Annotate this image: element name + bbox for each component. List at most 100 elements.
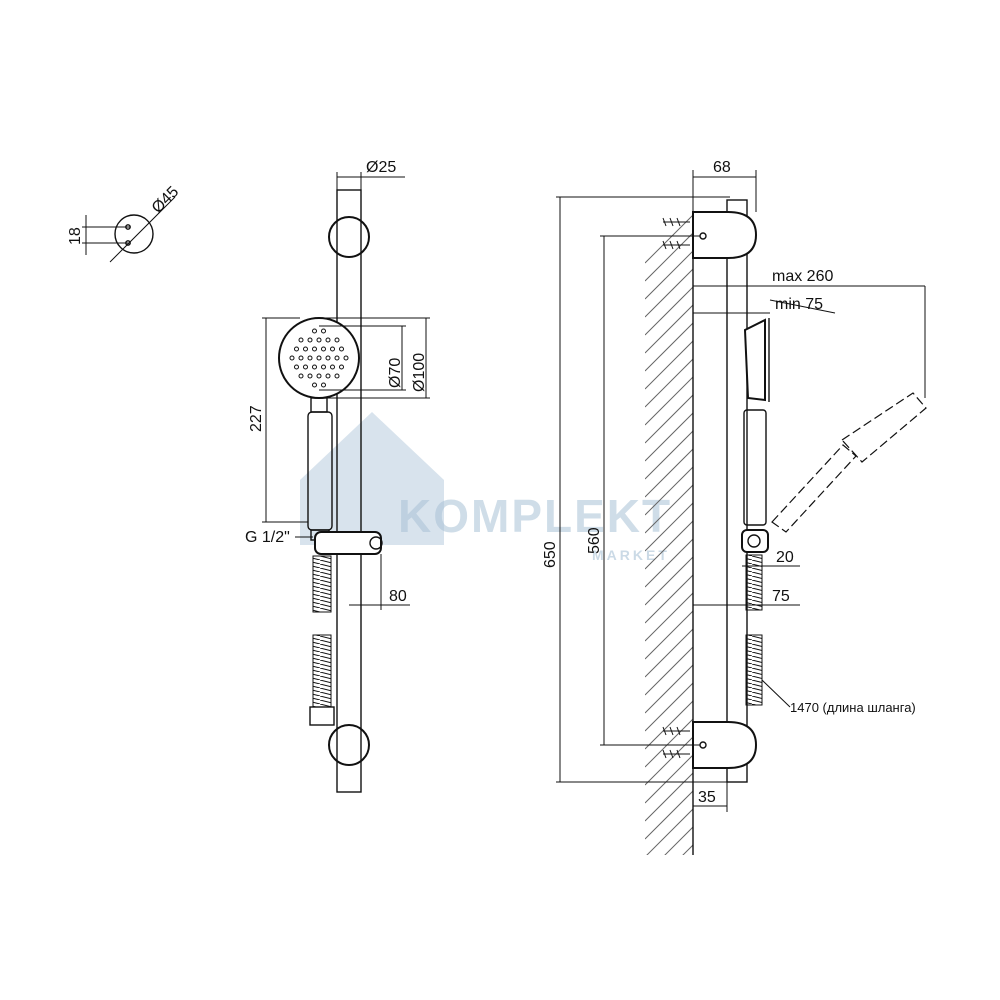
nozzle-icon — [321, 382, 326, 388]
slide-bar — [336, 189, 362, 793]
nozzle-icon — [312, 346, 317, 352]
hatch-line — [645, 448, 693, 498]
nozzle-icon — [330, 364, 335, 370]
hatch-line — [645, 664, 693, 714]
hatch-line — [645, 322, 693, 372]
shower-holder — [314, 531, 382, 555]
hatch-line — [682, 844, 693, 855]
nozzle-icon — [312, 382, 317, 388]
hatch-line — [645, 520, 693, 570]
hatch-line — [645, 538, 693, 588]
hatch-line — [645, 700, 693, 750]
hose-lower — [312, 634, 332, 708]
hatch-line — [645, 574, 693, 624]
side-shower-handle — [743, 409, 767, 526]
hatch-line — [645, 358, 693, 408]
hose-upper — [312, 555, 332, 613]
hatch-line — [664, 826, 693, 855]
wall-screw-icon — [662, 217, 690, 759]
nozzle-icon — [294, 346, 299, 352]
nozzle-icon — [339, 364, 344, 370]
hatch-line — [645, 881, 693, 929]
tilted-shower-outline — [771, 392, 927, 533]
mount-spacing-label: 560 — [586, 527, 603, 554]
side-view: 68 max 260 min 75 650 560 20 75 1470 (дл… — [542, 159, 927, 947]
hatch-line — [646, 808, 693, 855]
total-height-label: 650 — [542, 541, 559, 568]
hose-leader — [761, 679, 791, 708]
hatch-line — [645, 646, 693, 696]
hole-spacing-label: 18 — [67, 227, 84, 245]
hatch-line — [645, 232, 693, 282]
hatch-line — [645, 466, 693, 516]
nozzle-icon — [330, 346, 335, 352]
nozzle-icon — [321, 328, 326, 334]
side-slide-bar — [726, 199, 748, 783]
hatch-line — [645, 628, 693, 678]
hatch-line — [645, 484, 693, 534]
hatch-line — [645, 215, 693, 264]
front-view: Ø25 Ø70 Ø100 227 G 1/2" 8 — [245, 159, 430, 793]
hatch-line — [645, 430, 693, 480]
nozzle-icon — [303, 364, 308, 370]
hatch-line — [645, 286, 693, 336]
nozzle-icon — [316, 355, 322, 361]
nozzle-icon — [325, 337, 331, 343]
hatch-line — [645, 268, 693, 318]
hatch-line — [645, 682, 693, 732]
side-holder — [741, 529, 769, 553]
hose-nut — [309, 706, 335, 726]
holder-knob-icon — [369, 536, 383, 550]
side-shower-head — [743, 318, 766, 402]
top-bracket — [328, 216, 370, 258]
nozzle-icon — [298, 373, 304, 379]
wall-hatch — [645, 215, 693, 947]
hatch-line — [645, 772, 693, 822]
handle-length-label: 227 — [248, 405, 265, 432]
thread-label: G 1/2" — [245, 529, 290, 546]
nozzle-icon — [316, 373, 322, 379]
watermark-sub: MARKET — [592, 547, 670, 563]
nozzle-icon — [312, 364, 317, 370]
hose-length-label: 1470 (длина шланга) — [790, 700, 916, 715]
hatch-line — [645, 250, 693, 300]
shower-head-nozzles — [289, 328, 349, 388]
bar-diameter-label: Ø25 — [366, 159, 396, 176]
side-bottom-bracket — [692, 721, 758, 769]
hatch-line — [645, 502, 693, 552]
hatch-line — [645, 736, 693, 786]
nozzle-icon — [298, 355, 304, 361]
hatch-line — [645, 376, 693, 426]
reach-max-label: max 260 — [772, 268, 833, 285]
head-inner-diameter-label: Ø70 — [387, 358, 404, 388]
hatch-line — [645, 754, 693, 804]
side-top-bracket — [692, 211, 758, 259]
shower-head — [278, 317, 360, 399]
depth-label: 68 — [713, 159, 731, 176]
hatch-line — [645, 556, 693, 606]
nozzle-icon — [312, 328, 317, 334]
watermark-brand: KOMPLEKT — [398, 490, 672, 542]
nozzle-icon — [339, 346, 344, 352]
wall-offset-label: 35 — [698, 789, 716, 806]
holder-offset-label: 80 — [389, 588, 407, 605]
watermark-logo: KOMPLEKT MARKET — [300, 412, 672, 563]
nozzle-icon — [303, 346, 308, 352]
hatch-line — [645, 412, 693, 462]
hatch-line — [645, 394, 693, 444]
nozzle-icon — [321, 346, 326, 352]
nozzle-icon — [334, 355, 340, 361]
bottom-bracket — [328, 724, 370, 766]
hatch-line — [645, 340, 693, 390]
hatch-line — [645, 899, 693, 947]
top-view-circle — [114, 214, 154, 254]
nozzle-icon — [343, 355, 349, 361]
diameter-leader — [109, 196, 176, 263]
nozzle-icon — [325, 373, 331, 379]
nozzle-icon — [321, 364, 326, 370]
nozzle-icon — [307, 337, 313, 343]
nozzle-icon — [289, 355, 295, 361]
nozzle-icon — [334, 373, 340, 379]
nozzle-icon — [298, 337, 304, 343]
